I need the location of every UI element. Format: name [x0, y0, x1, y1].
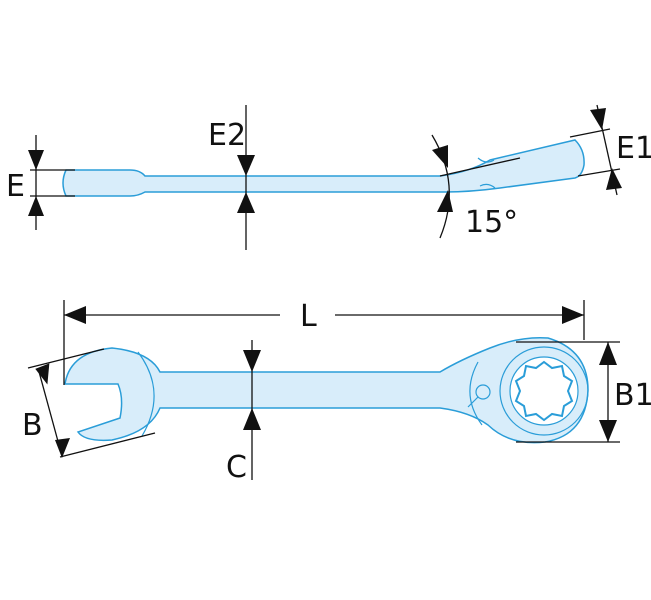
wrench-top-view	[64, 336, 589, 444]
dimension-B1: B1	[516, 341, 651, 443]
wrench-side-view	[62, 139, 585, 197]
label-C: C	[226, 450, 247, 485]
label-B: B	[22, 408, 43, 443]
ratchet-12-point	[514, 360, 574, 422]
dimension-E2: E2	[208, 105, 255, 250]
dimension-E: E	[6, 135, 75, 230]
label-E2: E2	[208, 118, 246, 153]
label-E1: E1	[616, 131, 651, 166]
dimension-C: C	[226, 340, 261, 485]
label-angle: 15°	[465, 205, 518, 240]
dimension-L: L	[63, 299, 585, 385]
dimension-B: B	[22, 348, 156, 458]
label-B1: B1	[614, 378, 651, 413]
dimension-angle: 15°	[431, 134, 521, 240]
dimension-E1: E1	[569, 104, 651, 196]
label-L: L	[300, 299, 317, 334]
label-E: E	[6, 169, 25, 204]
